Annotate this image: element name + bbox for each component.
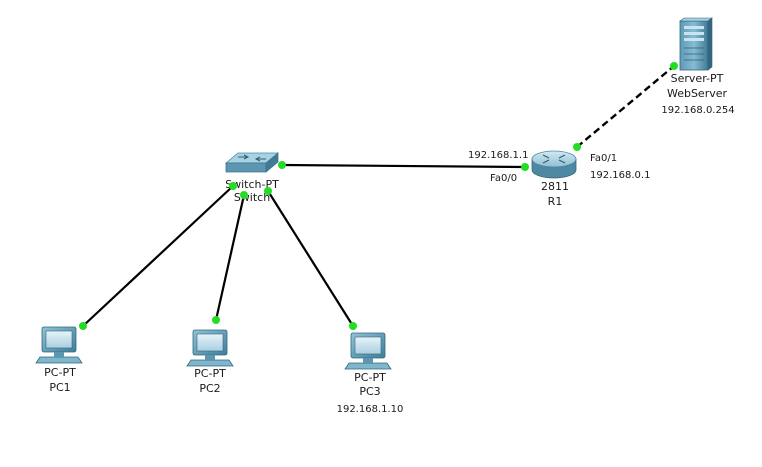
link-lights-layer: [79, 62, 678, 330]
link-light: [240, 191, 248, 199]
router-icon: [531, 150, 577, 179]
pc3-device[interactable]: PC-PT PC3 192.168.1.10: [337, 332, 404, 415]
pc2-type-label: PC-PT: [194, 367, 226, 380]
router-device[interactable]: 2811 R1: [531, 150, 577, 208]
pc3-name-label: PC3: [359, 385, 380, 398]
r1-fa01-name-label: Fa0/1: [590, 153, 617, 164]
pc2-device[interactable]: PC-PT PC2: [186, 329, 234, 395]
server-type-label: Server-PT: [671, 72, 724, 85]
link-light: [670, 62, 678, 70]
pc1-device[interactable]: PC-PT PC1: [35, 326, 83, 394]
link-switch-pc3[interactable]: [267, 190, 354, 327]
pc1-name-label: PC1: [49, 381, 70, 394]
link-light: [264, 187, 272, 195]
server-name-label: WebServer: [667, 87, 728, 100]
link-light: [521, 163, 529, 171]
switch-icon: [224, 152, 280, 173]
link-light: [349, 322, 357, 330]
switch-type-label: Switch-PT: [225, 178, 279, 191]
link-light: [278, 161, 286, 169]
link-light: [573, 143, 581, 151]
pc3-type-label: PC-PT: [354, 371, 386, 384]
link-r1-webserver[interactable]: [576, 65, 675, 148]
router-model-label: 2811: [541, 180, 569, 193]
pc2-name-label: PC2: [199, 382, 220, 395]
router-name-label: R1: [548, 195, 563, 208]
r1-fa01-ip-label: 192.168.0.1: [590, 170, 650, 181]
links-layer: [82, 65, 675, 327]
r1-fa00-ip-label: 192.168.1.1: [468, 150, 528, 161]
link-light: [212, 316, 220, 324]
link-light: [229, 182, 237, 190]
pc-icon: [344, 332, 392, 370]
server-device[interactable]: Server-PT WebServer 192.168.0.254: [661, 17, 735, 116]
pc-icon: [186, 329, 234, 367]
server-ip-label: 192.168.0.254: [661, 105, 734, 116]
r1-fa00-name-label: Fa0/0: [490, 173, 517, 184]
pc3-ip-label: 192.168.1.10: [337, 404, 404, 415]
pc1-type-label: PC-PT: [44, 366, 76, 379]
link-switch-pc1[interactable]: [82, 185, 234, 327]
server-icon: [679, 17, 713, 71]
link-light: [79, 322, 87, 330]
pc-icon: [35, 326, 83, 364]
link-switch-r1[interactable]: [281, 163, 526, 169]
link-switch-pc2[interactable]: [214, 194, 246, 321]
